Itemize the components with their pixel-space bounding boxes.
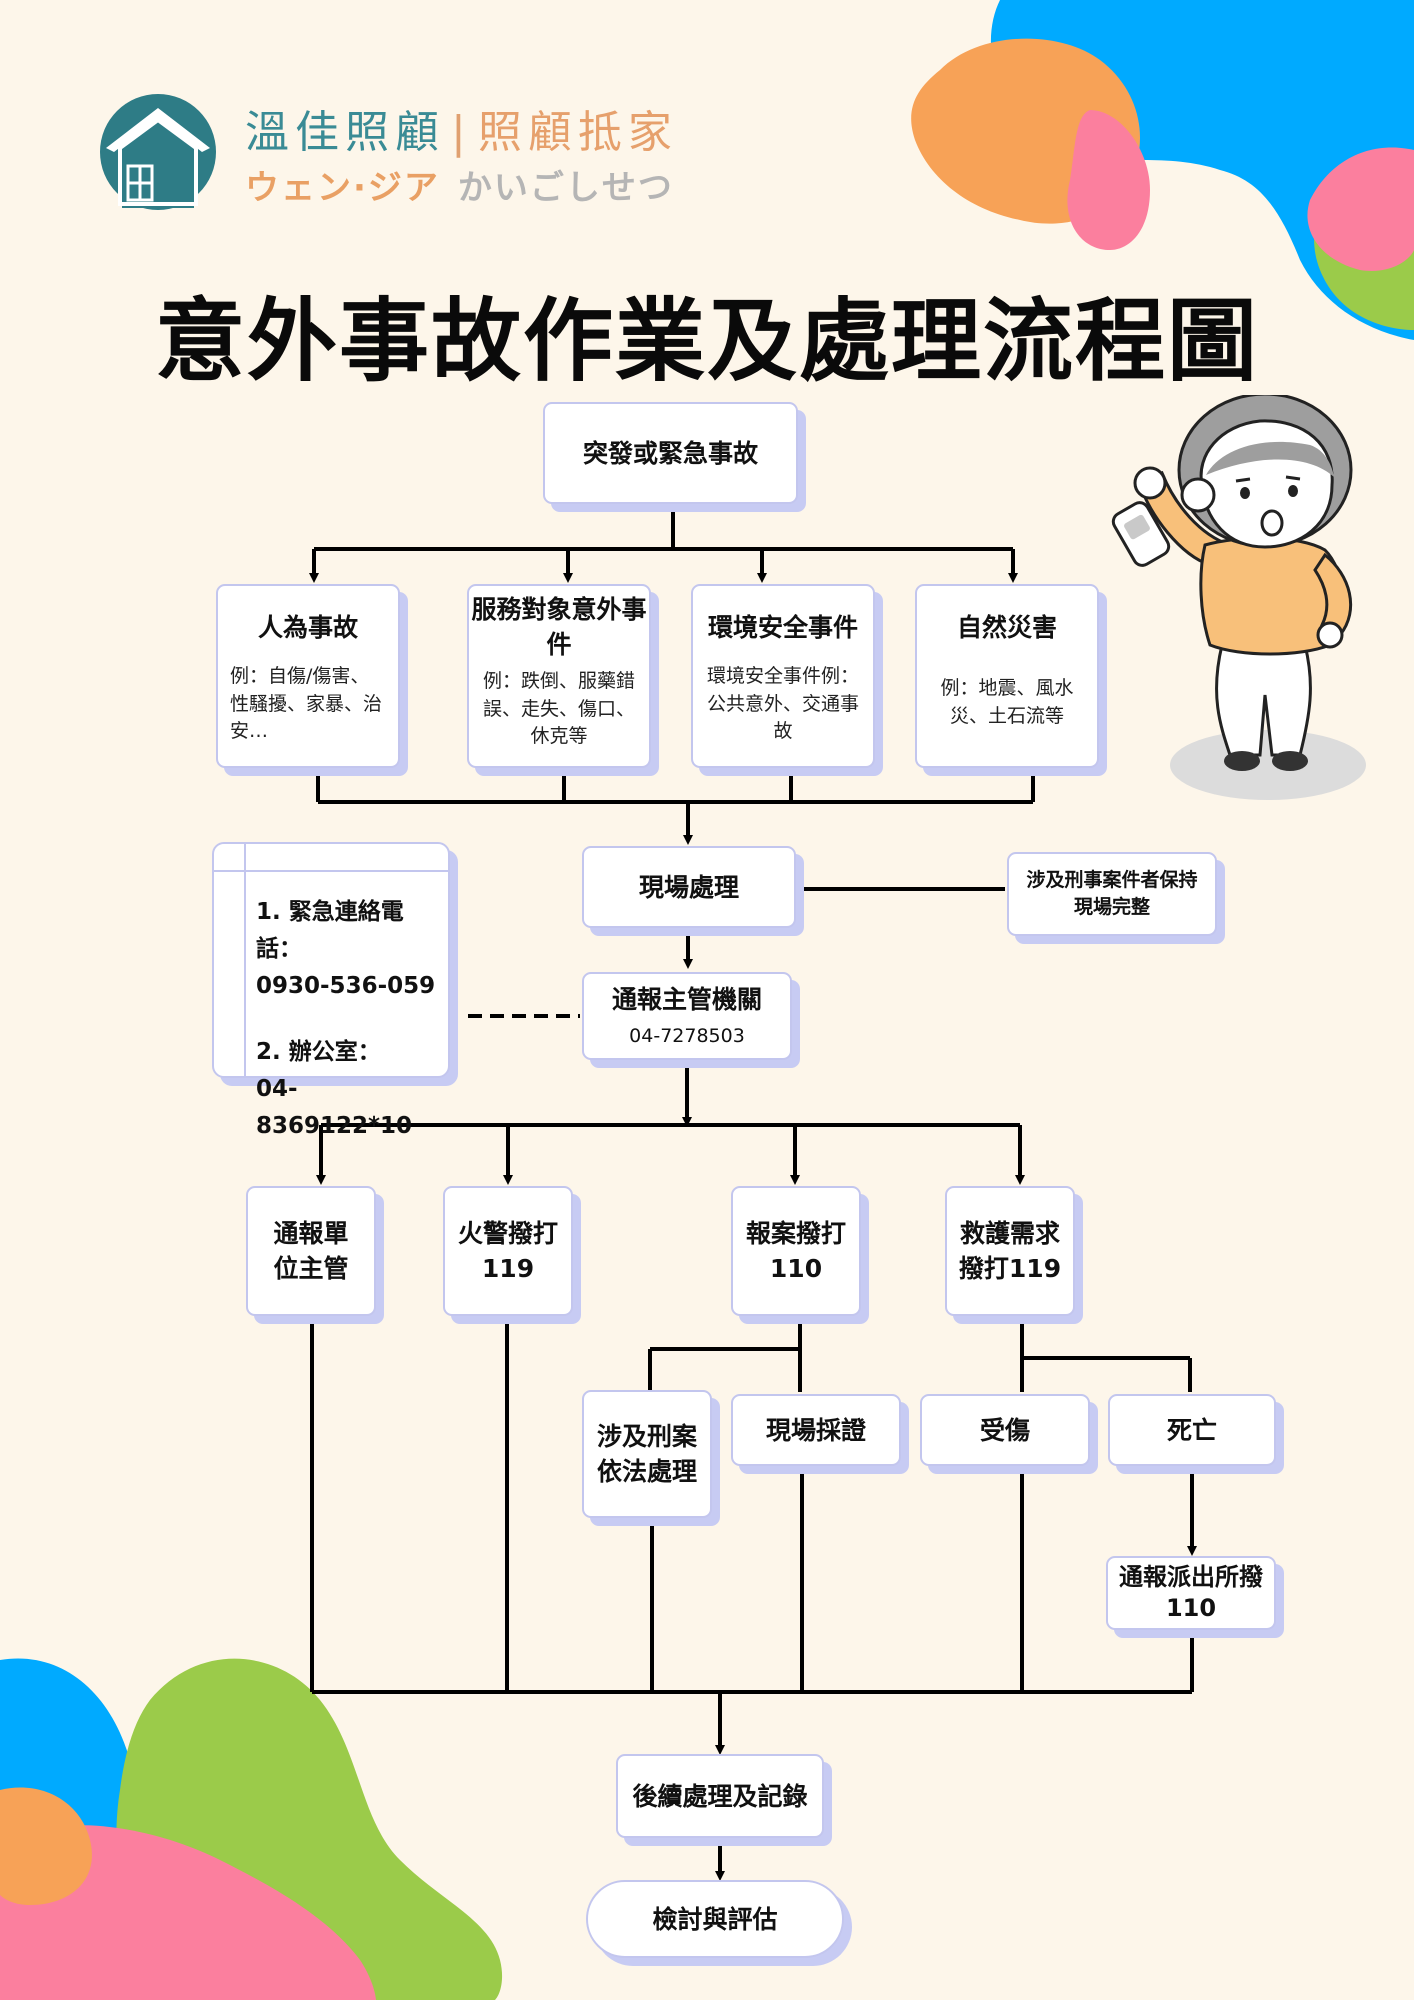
contact-card-header-line (214, 870, 448, 872)
contact-emergency-phone: 0930-536-059 (256, 972, 436, 999)
rescue-label: 救護需求撥打119 (958, 1219, 1062, 1283)
logo-jp-name: ウェン·ジア (245, 168, 440, 208)
criminal-keep-scene-node: 涉及刑事案件者保持現場完整 (1007, 852, 1217, 936)
natural-disaster-title: 自然災害 (956, 613, 1057, 642)
police-report-label: 報案撥打110 (745, 1219, 846, 1283)
notify-police-station-node: 通報派出所撥110 (1106, 1556, 1276, 1630)
env-safety-title: 環境安全事件 (707, 613, 858, 642)
logo-jp-sub: かいごしせつ (457, 168, 674, 208)
start-node-label: 突發或緊急事故 (582, 438, 758, 468)
followup-record-node: 後續處理及記錄 (616, 1754, 824, 1838)
contact-emergency-label: 1. 緊急連絡電話： (256, 899, 404, 962)
onsite-handling-label: 現場處理 (638, 872, 739, 902)
env-safety-desc: 環境安全事件例： 公共意外、交通事故 (707, 665, 860, 743)
start-node: 突發或緊急事故 (543, 402, 798, 504)
natural-disaster-desc: 例：地震、風水災、土石流等 (940, 677, 1074, 727)
service-accident-desc: 例：跌倒、服藥錯誤、走失、傷口、休克等 (482, 670, 635, 748)
review-evaluation-node: 檢討與評估 (586, 1880, 844, 1958)
followup-record-label: 後續處理及記錄 (632, 1781, 808, 1811)
logo-name-text: 溫佳照顧 (245, 107, 445, 158)
human-accident-desc: 例：自傷/傷害、性騷擾、家暴、治安… (230, 665, 383, 743)
house-logo-icon (100, 94, 216, 210)
notify-unit-supervisor-label: 通報單位主管 (273, 1219, 349, 1283)
death-node: 死亡 (1108, 1394, 1276, 1466)
natural-disaster-node: 自然災害 例：地震、風水災、土石流等 (915, 584, 1099, 768)
env-safety-node: 環境安全事件 環境安全事件例： 公共意外、交通事故 (691, 584, 875, 768)
rescue-node: 救護需求撥打119 (945, 1186, 1075, 1316)
bottom-left-blob (0, 1658, 503, 2000)
contact-office-phone: 04-8369122*10 (256, 1076, 413, 1139)
fire-label: 火警撥打119 (457, 1219, 558, 1283)
contact-office-label: 2. 辦公室： (256, 1039, 381, 1066)
police-report-node: 報案撥打110 (731, 1186, 861, 1316)
service-accident-title: 服務對象意外事件 (471, 595, 647, 659)
top-right-blob (911, 0, 1414, 340)
logo-slogan: 照顧抵家 (477, 107, 678, 158)
criminal-law-label: 涉及刑案依法處理 (596, 1422, 697, 1486)
injury-label: 受傷 (979, 1415, 1030, 1445)
criminal-law-node: 涉及刑案依法處理 (582, 1390, 712, 1518)
review-evaluation-label: 檢討與評估 (652, 1904, 778, 1934)
criminal-keep-scene-label: 涉及刑事案件者保持現場完整 (1026, 869, 1198, 918)
human-accident-title: 人為事故 (257, 613, 358, 642)
report-authority-node: 通報主管機關 04-7278503 (582, 972, 792, 1060)
contact-card: 1. 緊急連絡電話： 0930-536-059 2. 辦公室： 04-83691… (212, 842, 450, 1139)
page-title: 意外事故作業及處理流程圖 (155, 289, 1259, 394)
service-accident-node: 服務對象意外事件 例：跌倒、服藥錯誤、走失、傷口、休克等 (467, 584, 651, 768)
notify-police-station-label: 通報派出所撥110 (1119, 1562, 1263, 1622)
report-authority-phone: 04-7278503 (629, 1025, 745, 1048)
onsite-handling-node: 現場處理 (582, 846, 796, 928)
report-authority-title: 通報主管機關 (611, 985, 762, 1015)
grandma-phone-illustration (1111, 395, 1366, 800)
logo-japanese: ウェン·ジアかいごしせつ (245, 160, 674, 209)
notify-unit-supervisor-node: 通報單位主管 (246, 1186, 376, 1316)
death-label: 死亡 (1166, 1415, 1217, 1445)
evidence-collection-node: 現場採證 (731, 1394, 901, 1466)
evidence-collection-label: 現場採證 (765, 1415, 866, 1445)
fire-node: 火警撥打119 (443, 1186, 573, 1316)
logo-name: 溫佳照顧|照顧抵家 (245, 107, 678, 158)
injury-node: 受傷 (920, 1394, 1090, 1466)
human-accident-node: 人為事故 例：自傷/傷害、性騷擾、家暴、治安… (216, 584, 400, 768)
contact-card-margin (244, 844, 246, 1076)
